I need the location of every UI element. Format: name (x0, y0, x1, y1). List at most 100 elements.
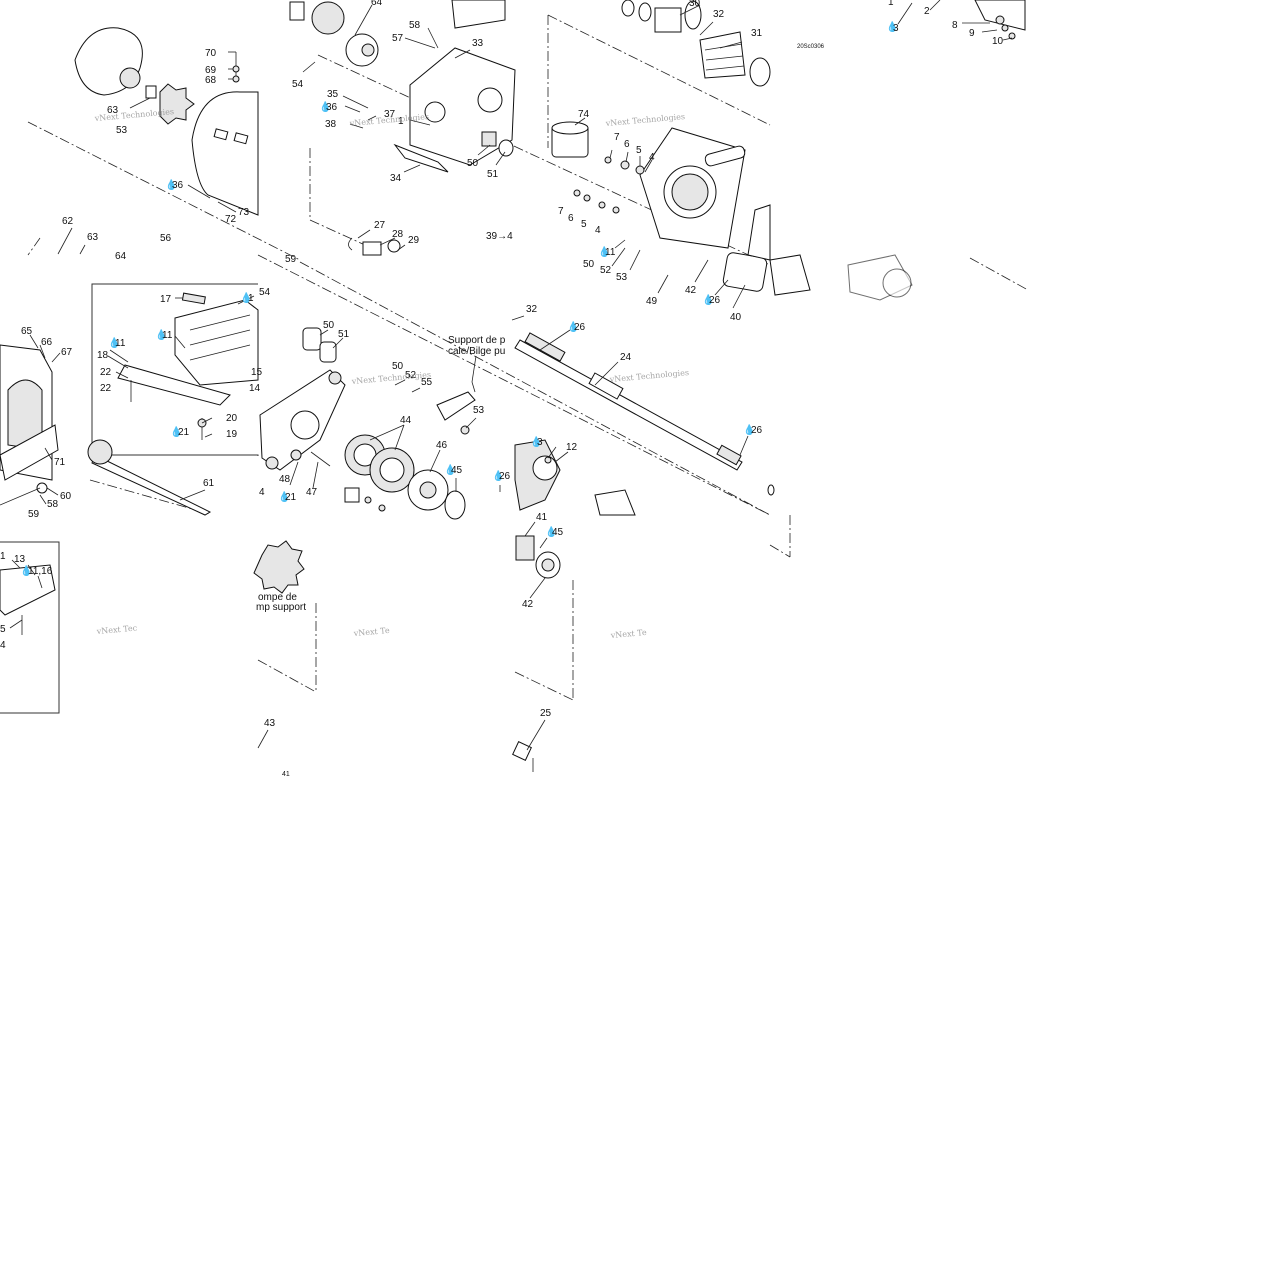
watermark: vNext Te (609, 628, 647, 640)
callout: 62 (62, 216, 74, 227)
callout: 64 (115, 251, 127, 262)
callout: 28 (392, 229, 404, 240)
svg-text:💧: 💧 (702, 293, 714, 306)
svg-text:💧: 💧 (530, 435, 542, 448)
callout: 40 (730, 312, 742, 323)
callout: 49 (646, 296, 658, 307)
callout: 51 (487, 169, 499, 180)
callout: 3 (537, 437, 543, 448)
callout: 67 (61, 347, 73, 358)
callout: 24 (620, 352, 632, 363)
callout: 1 (888, 0, 894, 8)
callout: 50 (323, 320, 335, 331)
callout: 52 (600, 265, 612, 276)
callout: 12 (566, 442, 578, 453)
callout: 52 (405, 370, 417, 381)
callout: 2 (924, 6, 930, 17)
callout: 41 (536, 512, 548, 523)
callout: 32 (713, 9, 725, 20)
callout: 4 (649, 152, 655, 163)
callout: 7 (558, 206, 564, 217)
callout: 26 (751, 425, 763, 436)
callout: 48 (279, 474, 291, 485)
annotations: Support de p cale/Bilge pu ompe de mp su… (256, 44, 825, 613)
callout: 36 (172, 180, 184, 191)
callout: 25 (540, 708, 552, 719)
callout: 11,16 (28, 566, 53, 577)
callout: 41 (282, 771, 290, 778)
callout: 4 (259, 487, 265, 498)
svg-text:💧: 💧 (155, 328, 167, 341)
callout: 51 (338, 329, 350, 340)
pad-17 (181, 292, 206, 305)
callout: 18 (97, 350, 109, 361)
top-bracket (451, 0, 506, 29)
housing-cover (191, 91, 259, 216)
callout: 38 (325, 119, 337, 130)
callout: 4 (0, 640, 6, 651)
boot-bellows (699, 31, 746, 79)
callout: 💧 (886, 20, 898, 33)
callout: 22 (100, 383, 112, 394)
callout: 63 (107, 105, 119, 116)
callout: 5 (636, 145, 642, 156)
callout: 11 (115, 338, 126, 349)
svg-text:💧: 💧 (165, 178, 177, 191)
callout: 71 (54, 457, 66, 468)
callout: 47 (306, 487, 318, 498)
main-shaft-24 (514, 339, 743, 471)
callout: 39→4 (486, 231, 513, 242)
callout: 32 (526, 304, 538, 315)
coupling-star (159, 83, 195, 125)
callout: 26 (499, 471, 511, 482)
callout: 15 (251, 367, 263, 378)
callout: 54 (292, 79, 304, 90)
callout: 1 (248, 293, 254, 304)
callout: 33 (472, 38, 484, 49)
svg-text:💧: 💧 (444, 463, 456, 476)
support-plate (174, 299, 259, 386)
callout: 74 (578, 109, 590, 120)
callout: 1 (398, 116, 404, 127)
callout: 13 (14, 554, 26, 565)
bushing-25 (512, 741, 532, 761)
svg-text:💧: 💧 (492, 469, 504, 482)
callout: 35 (327, 89, 339, 100)
callout: 59 (28, 509, 40, 520)
svg-text:💧: 💧 (598, 245, 610, 258)
callout: 31 (751, 28, 763, 39)
part-drawings (0, 0, 1026, 761)
callout: 14 (249, 383, 261, 394)
callout: 8 (952, 20, 958, 31)
svg-text:💧: 💧 (319, 100, 331, 113)
svg-text:💧: 💧 (240, 291, 252, 304)
callout: 50 (583, 259, 595, 270)
callout: 36 (326, 102, 338, 113)
callout: 22 (100, 367, 112, 378)
callout: 54 (259, 287, 271, 298)
callout: 53 (616, 272, 628, 283)
callout: 73 (238, 207, 250, 218)
callout: 45 (552, 527, 564, 538)
bilge-tray (0, 564, 56, 616)
callout: 57 (392, 33, 404, 44)
callout: 3 (893, 23, 899, 34)
callout: 19 (226, 429, 238, 440)
callout: 53 (116, 125, 128, 136)
callout: 5 (581, 219, 587, 230)
coupling-star-bottom (253, 540, 305, 594)
callout: 5 (0, 624, 6, 635)
pump-support-label-1: ompe de (258, 592, 297, 603)
callout: 72 (225, 214, 237, 225)
svg-text:💧: 💧 (545, 525, 557, 538)
callout: 6 (624, 139, 630, 150)
callout: 45 (451, 465, 463, 476)
callout: 55 (421, 377, 433, 388)
callout: 50 (467, 158, 479, 169)
leader-lines (9, 0, 1013, 772)
callout: 10 (992, 36, 1004, 47)
svg-text:💧: 💧 (743, 423, 755, 436)
callout: 60 (60, 491, 72, 502)
callout: 21 (285, 492, 297, 503)
